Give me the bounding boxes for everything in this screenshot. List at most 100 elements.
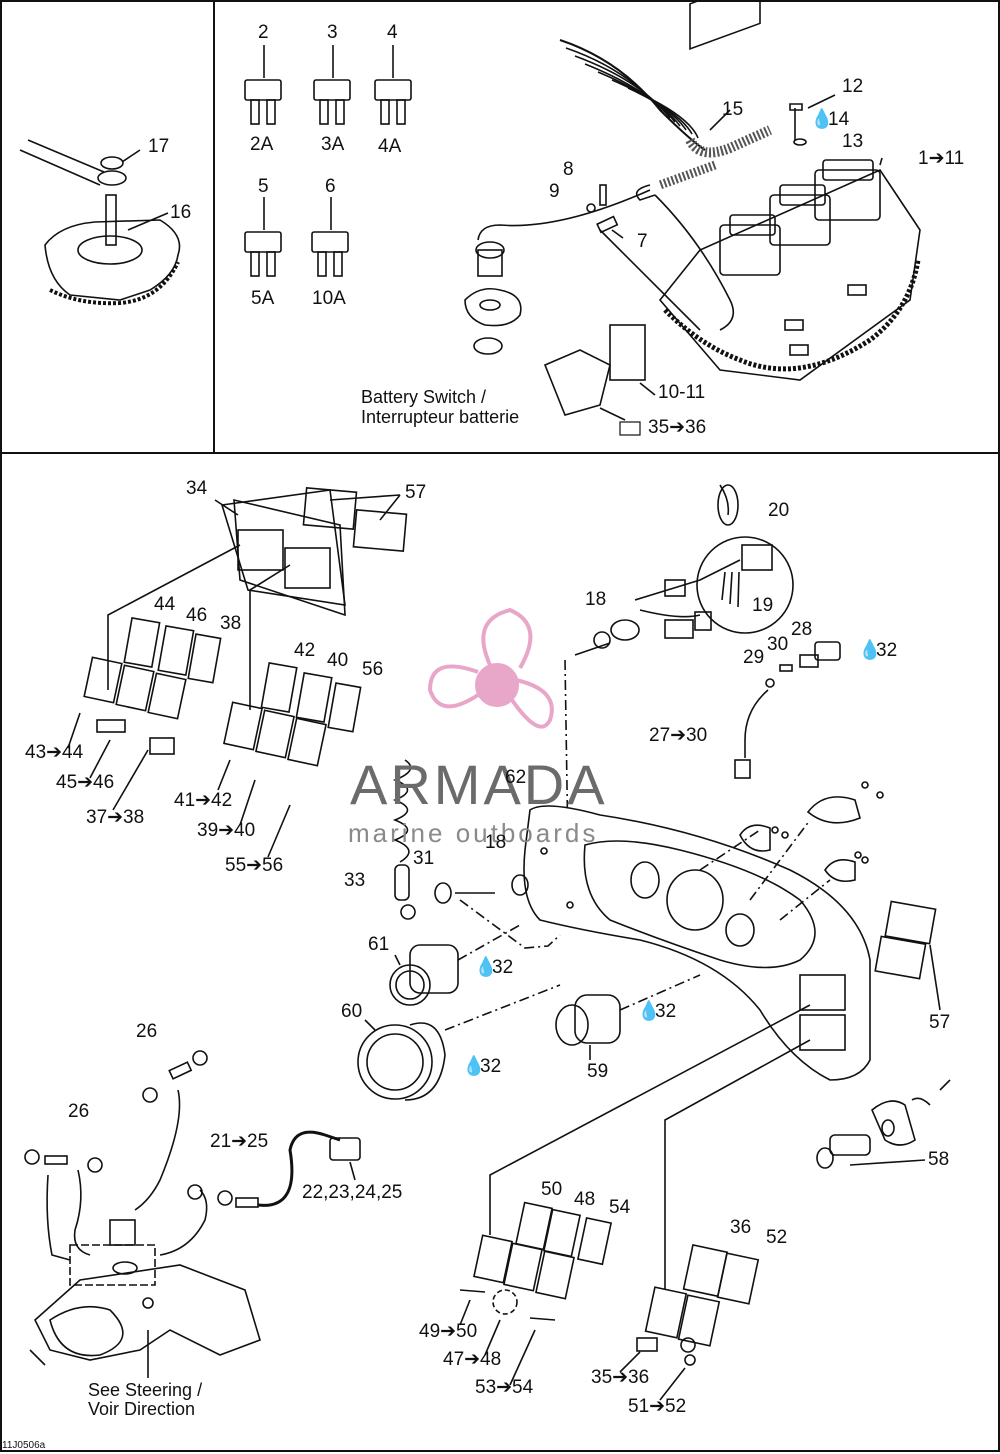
watermark-propeller <box>427 607 554 729</box>
callout-26-lower: 26 <box>68 1101 90 1122</box>
fuse-2a: 2A <box>250 134 274 155</box>
callout-57-top: 57 <box>405 482 427 503</box>
sockets-31-33 <box>392 759 561 949</box>
gauge-59 <box>555 974 701 1060</box>
callout-15: 15 <box>722 99 744 120</box>
see-steering-fr: Voir Direction <box>88 1399 196 1419</box>
callout-21-25: 21➔25 <box>210 1131 269 1152</box>
fuse-3a: 3A <box>321 134 345 155</box>
callout-14: 💧14 <box>810 109 850 130</box>
callout-9: 9 <box>549 181 560 202</box>
callout-50: 50 <box>541 1179 563 1200</box>
gauge-61 <box>389 924 521 1006</box>
see-steering-en: See Steering / <box>88 1380 203 1400</box>
callout-32-gauge61: 💧32 <box>474 957 514 978</box>
callout-42: 42 <box>294 640 316 661</box>
callout-55-56: 55➔56 <box>225 855 284 876</box>
callout-49-50: 49➔50 <box>419 1321 478 1342</box>
callout-32-gauge60: 💧32 <box>462 1056 502 1077</box>
callout-27-30: 27➔30 <box>649 725 708 746</box>
socket-58 <box>816 1079 951 1169</box>
callout-18-dash: 18 <box>485 832 507 853</box>
callout-59: 59 <box>587 1061 609 1082</box>
callout-45-46: 45➔46 <box>56 772 115 793</box>
callout-47-48: 47➔48 <box>443 1349 502 1370</box>
watermark-brand: ARMADA <box>350 753 608 816</box>
gauge-60 <box>357 984 561 1101</box>
callout-22-25: 22,23,24,25 <box>302 1182 403 1203</box>
rocker-switch-group-left <box>67 616 222 811</box>
callout-53-54: 53➔54 <box>475 1377 534 1398</box>
oil-drop-icon: 💧 <box>810 109 834 130</box>
callout-57-right: 57 <box>929 1012 951 1033</box>
callout-6: 6 <box>325 176 336 197</box>
rocker-switch-group-lower-right <box>619 1039 811 1401</box>
fuse-5a: 5A <box>251 288 275 309</box>
callout-7: 7 <box>637 231 648 252</box>
connector-28-30 <box>734 641 841 779</box>
rocker-switch-group-middle <box>217 661 362 858</box>
callout-17: 17 <box>148 136 170 157</box>
callout-10-11: 10-11 <box>658 382 706 403</box>
figure-code: 11J0506a <box>2 1440 46 1451</box>
oil-drop-icon: 💧 <box>637 1001 661 1022</box>
callout-5: 5 <box>258 176 269 197</box>
callout-60: 60 <box>341 1001 363 1022</box>
dashboard-console-62 <box>523 805 871 1081</box>
callout-30: 30 <box>767 634 789 655</box>
callout-54: 54 <box>609 1197 631 1218</box>
callout-31: 31 <box>413 848 435 869</box>
fuse-10a: 10A <box>312 288 346 309</box>
callout-4: 4 <box>387 22 398 43</box>
rocker-switch-group-lower-middle <box>459 1004 811 1386</box>
callout-62: 62 <box>505 767 527 788</box>
callout-56: 56 <box>362 659 384 680</box>
callout-46: 46 <box>186 605 208 626</box>
steering-bracket <box>29 1089 261 1378</box>
callout-19: 19 <box>752 595 774 616</box>
ignition-harness <box>564 484 794 851</box>
callout-58: 58 <box>928 1149 950 1170</box>
oil-drop-icon: 💧 <box>462 1056 486 1077</box>
battery-switch-title-en: Battery Switch / <box>361 387 487 407</box>
callout-8: 8 <box>563 159 574 180</box>
callout-13: 13 <box>842 131 864 152</box>
callout-18-ignition: 18 <box>585 589 607 610</box>
callout-38: 38 <box>220 613 242 634</box>
callout-39-40: 39➔40 <box>197 820 256 841</box>
callout-52: 52 <box>766 1227 788 1248</box>
callout-26-upper: 26 <box>136 1021 158 1042</box>
callout-48: 48 <box>574 1189 596 1210</box>
callout-43-44: 43➔44 <box>25 742 84 763</box>
callout-12: 12 <box>842 76 864 97</box>
callout-36: 36 <box>730 1217 752 1238</box>
callout-2: 2 <box>258 22 269 43</box>
callout-37-38: 37➔38 <box>86 807 145 828</box>
callout-29: 29 <box>743 647 765 668</box>
fuse-4a: 4A <box>378 136 402 157</box>
callout-16: 16 <box>170 202 192 223</box>
battery-post-stud <box>19 139 181 306</box>
oil-drop-icon: 💧 <box>474 957 498 978</box>
callout-41-42: 41➔42 <box>174 790 233 811</box>
watermark-tagline: marine outboards <box>348 818 599 848</box>
switch-panel-34 <box>107 487 408 710</box>
callout-3: 3 <box>327 22 338 43</box>
callout-35-36-bottom: 35➔36 <box>591 1367 650 1388</box>
callout-34: 34 <box>186 478 208 499</box>
callout-51-52: 51➔52 <box>628 1396 687 1417</box>
callout-20: 20 <box>768 500 790 521</box>
callout-33: 33 <box>344 870 366 891</box>
callout-35-36-top: 35➔36 <box>648 417 707 438</box>
callout-44: 44 <box>154 594 176 615</box>
gauge-brackets <box>699 781 884 921</box>
callout-61: 61 <box>368 934 390 955</box>
battery-switch-title-fr: Interrupteur batterie <box>361 407 520 427</box>
nuts-26-21 <box>24 1050 361 1208</box>
callout-28: 28 <box>791 619 813 640</box>
callout-32-gauge59: 💧32 <box>637 1001 677 1022</box>
callout-1-11: 1➔11 <box>918 148 965 169</box>
fuse-box-assembly <box>464 0 921 436</box>
